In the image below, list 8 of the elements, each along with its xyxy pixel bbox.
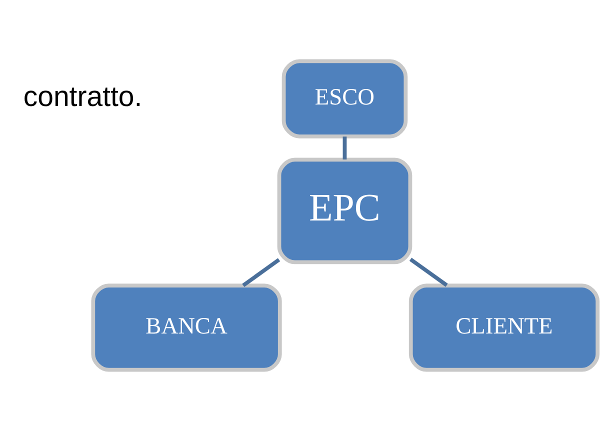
connector [342, 136, 347, 159]
connector [409, 257, 448, 286]
node-box: CLIENTE [408, 283, 600, 372]
node-box: EPC [277, 157, 412, 264]
label: contratto. [23, 80, 142, 113]
connector [242, 258, 280, 287]
node-box: BANCA [91, 283, 282, 372]
node-box: ESCO [282, 58, 408, 138]
